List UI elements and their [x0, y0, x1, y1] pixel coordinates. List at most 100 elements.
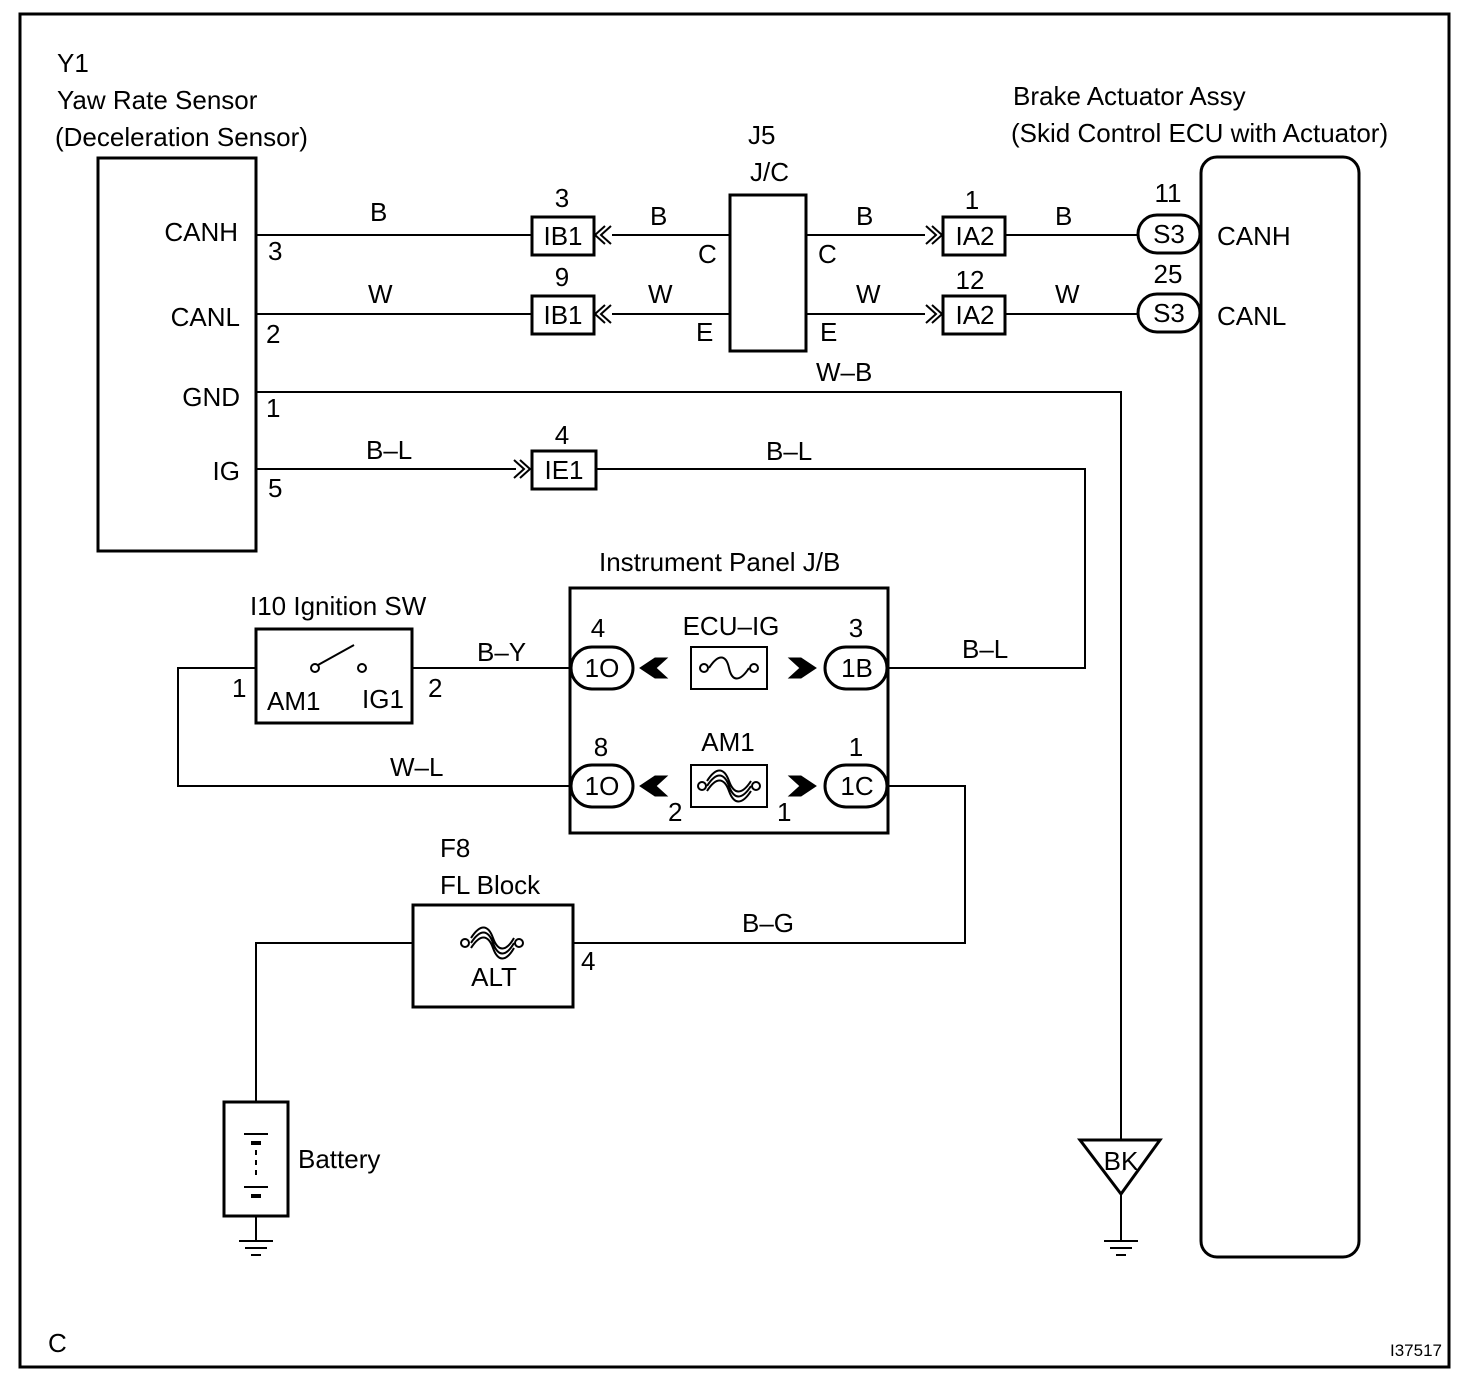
switch-body [254, 627, 414, 725]
wire-color-label: B [856, 201, 873, 231]
actuator-body [1199, 155, 1361, 1259]
switch-lever [317, 644, 355, 666]
pin-number: 2 [428, 673, 442, 703]
junction-connector-j5: J5 J/C C C E E [696, 120, 837, 353]
switch-contact: IG1 [362, 684, 404, 714]
component-title: Yaw Rate Sensor [57, 85, 258, 115]
wire-color-label: W [1055, 279, 1080, 309]
component-code: J5 [748, 120, 775, 150]
wire-color-label: B [650, 201, 667, 231]
connector-arrow [639, 657, 669, 679]
component-code: Y1 [57, 48, 89, 78]
pin-number: 4 [581, 946, 595, 976]
pin-name: CANL [1217, 301, 1286, 331]
pin-name: GND [182, 382, 240, 412]
battery: Battery [222, 1100, 380, 1218]
wire-color-label: W [648, 279, 673, 309]
fl-block: F8 FL Block ALT 4 [411, 833, 595, 1009]
fuse-label: ALT [471, 962, 517, 992]
jc-pin: C [698, 239, 717, 269]
wire-color-label: B–L [962, 634, 1008, 664]
connector-code: IB1 [543, 221, 582, 251]
connector-pin: 4 [555, 420, 569, 450]
fl-block-body [411, 903, 575, 1009]
connector-code: 1O [585, 771, 620, 801]
connector-arrow [787, 657, 817, 679]
ground-icon [1104, 1240, 1138, 1256]
yaw-rate-sensor: Y1 Yaw Rate Sensor (Deceleration Sensor)… [55, 48, 308, 553]
ground-icon [239, 1240, 273, 1256]
connector-code: IA2 [955, 300, 994, 330]
wires [177, 234, 1140, 1240]
connector-ia2-canh: 1 IA2 [925, 185, 1007, 257]
wire-color-label: B–L [766, 436, 812, 466]
jc-pin: C [818, 239, 837, 269]
wire-color-label: B [370, 197, 387, 227]
connector-arrow [639, 775, 669, 797]
switch-contact: AM1 [267, 686, 320, 716]
component-type: J/C [750, 157, 789, 187]
fuse-label: AM1 [701, 727, 754, 757]
wire-color-label: W–L [390, 752, 443, 782]
connector-pin: 12 [956, 265, 985, 295]
fuse-am1-symbol [706, 769, 752, 803]
pin-name: CANH [164, 217, 238, 247]
component-subtitle: (Deceleration Sensor) [55, 122, 308, 152]
jc-pin: E [820, 317, 837, 347]
wire-color-label: W–B [816, 357, 872, 387]
pin-number: 1 [232, 673, 246, 703]
wire-color-label: B–Y [477, 637, 526, 667]
diagram-frame [18, 12, 1451, 1369]
fuse-alt-symbol [470, 926, 515, 960]
pin-number: 1 [266, 393, 280, 423]
connector-code: IA2 [955, 221, 994, 251]
corner-label: C [48, 1328, 67, 1358]
connector-code: 1C [840, 771, 873, 801]
sensor-body [96, 156, 258, 553]
jc-pin: E [696, 317, 713, 347]
figure-id: I37517 [1390, 1341, 1442, 1360]
ground-code: BK [1104, 1146, 1139, 1176]
fuse-ecu-ig-symbol [708, 656, 750, 680]
terminal-number: 1 [777, 797, 791, 827]
instrument-panel-jb: Instrument Panel J/B 4 1O ECU–IG 3 1B 8 … [568, 547, 890, 835]
pin-name: CANL [171, 302, 240, 332]
connector-pin: 4 [591, 613, 605, 643]
connector-code: S3 [1153, 298, 1185, 328]
component-title: Instrument Panel J/B [599, 547, 840, 577]
jc-body [728, 193, 808, 353]
wire-color-labels: B B B B W W W W W–B B–L B–L B–L B–Y W–L … [366, 197, 1080, 938]
connector-code: IB1 [543, 300, 582, 330]
connector-pin: 1 [965, 185, 979, 215]
ground-point-bk: BK [1076, 1138, 1163, 1197]
brake-actuator: Brake Actuator Assy (Skid Control ECU wi… [1011, 81, 1388, 1259]
connector-ie1: 4 IE1 [513, 420, 598, 491]
connector-pin: 3 [555, 183, 569, 213]
connector-code: IE1 [544, 455, 583, 485]
pin-number: 25 [1154, 259, 1183, 289]
connector-ib1-canh: 3 IB1 [530, 183, 612, 257]
connector-pin: 9 [555, 262, 569, 292]
connector-arrow [787, 775, 817, 797]
connector-pin: 8 [594, 732, 608, 762]
battery-label: Battery [298, 1144, 380, 1174]
connector-ib1-canl: 9 IB1 [530, 262, 612, 336]
connector-pin: 1 [849, 732, 863, 762]
fuse-label: ECU–IG [683, 611, 780, 641]
connector-ia2-canl: 12 IA2 [925, 265, 1007, 336]
pin-number: 11 [1155, 178, 1182, 208]
pin-name: IG [213, 456, 240, 486]
battery-body [222, 1100, 290, 1218]
connector-code: 1O [585, 653, 620, 683]
connector-code: S3 [1153, 219, 1185, 249]
ignition-switch: I10 Ignition SW AM1 IG1 1 2 [232, 591, 442, 725]
component-title: I10 Ignition SW [250, 591, 427, 621]
component-title: FL Block [440, 870, 541, 900]
component-title: Brake Actuator Assy [1013, 81, 1246, 111]
pin-name: CANH [1217, 221, 1291, 251]
component-subtitle: (Skid Control ECU with Actuator) [1011, 118, 1388, 148]
wire-color-label: B–G [742, 908, 794, 938]
pin-number: 3 [268, 236, 282, 266]
wire-color-label: B–L [366, 435, 412, 465]
